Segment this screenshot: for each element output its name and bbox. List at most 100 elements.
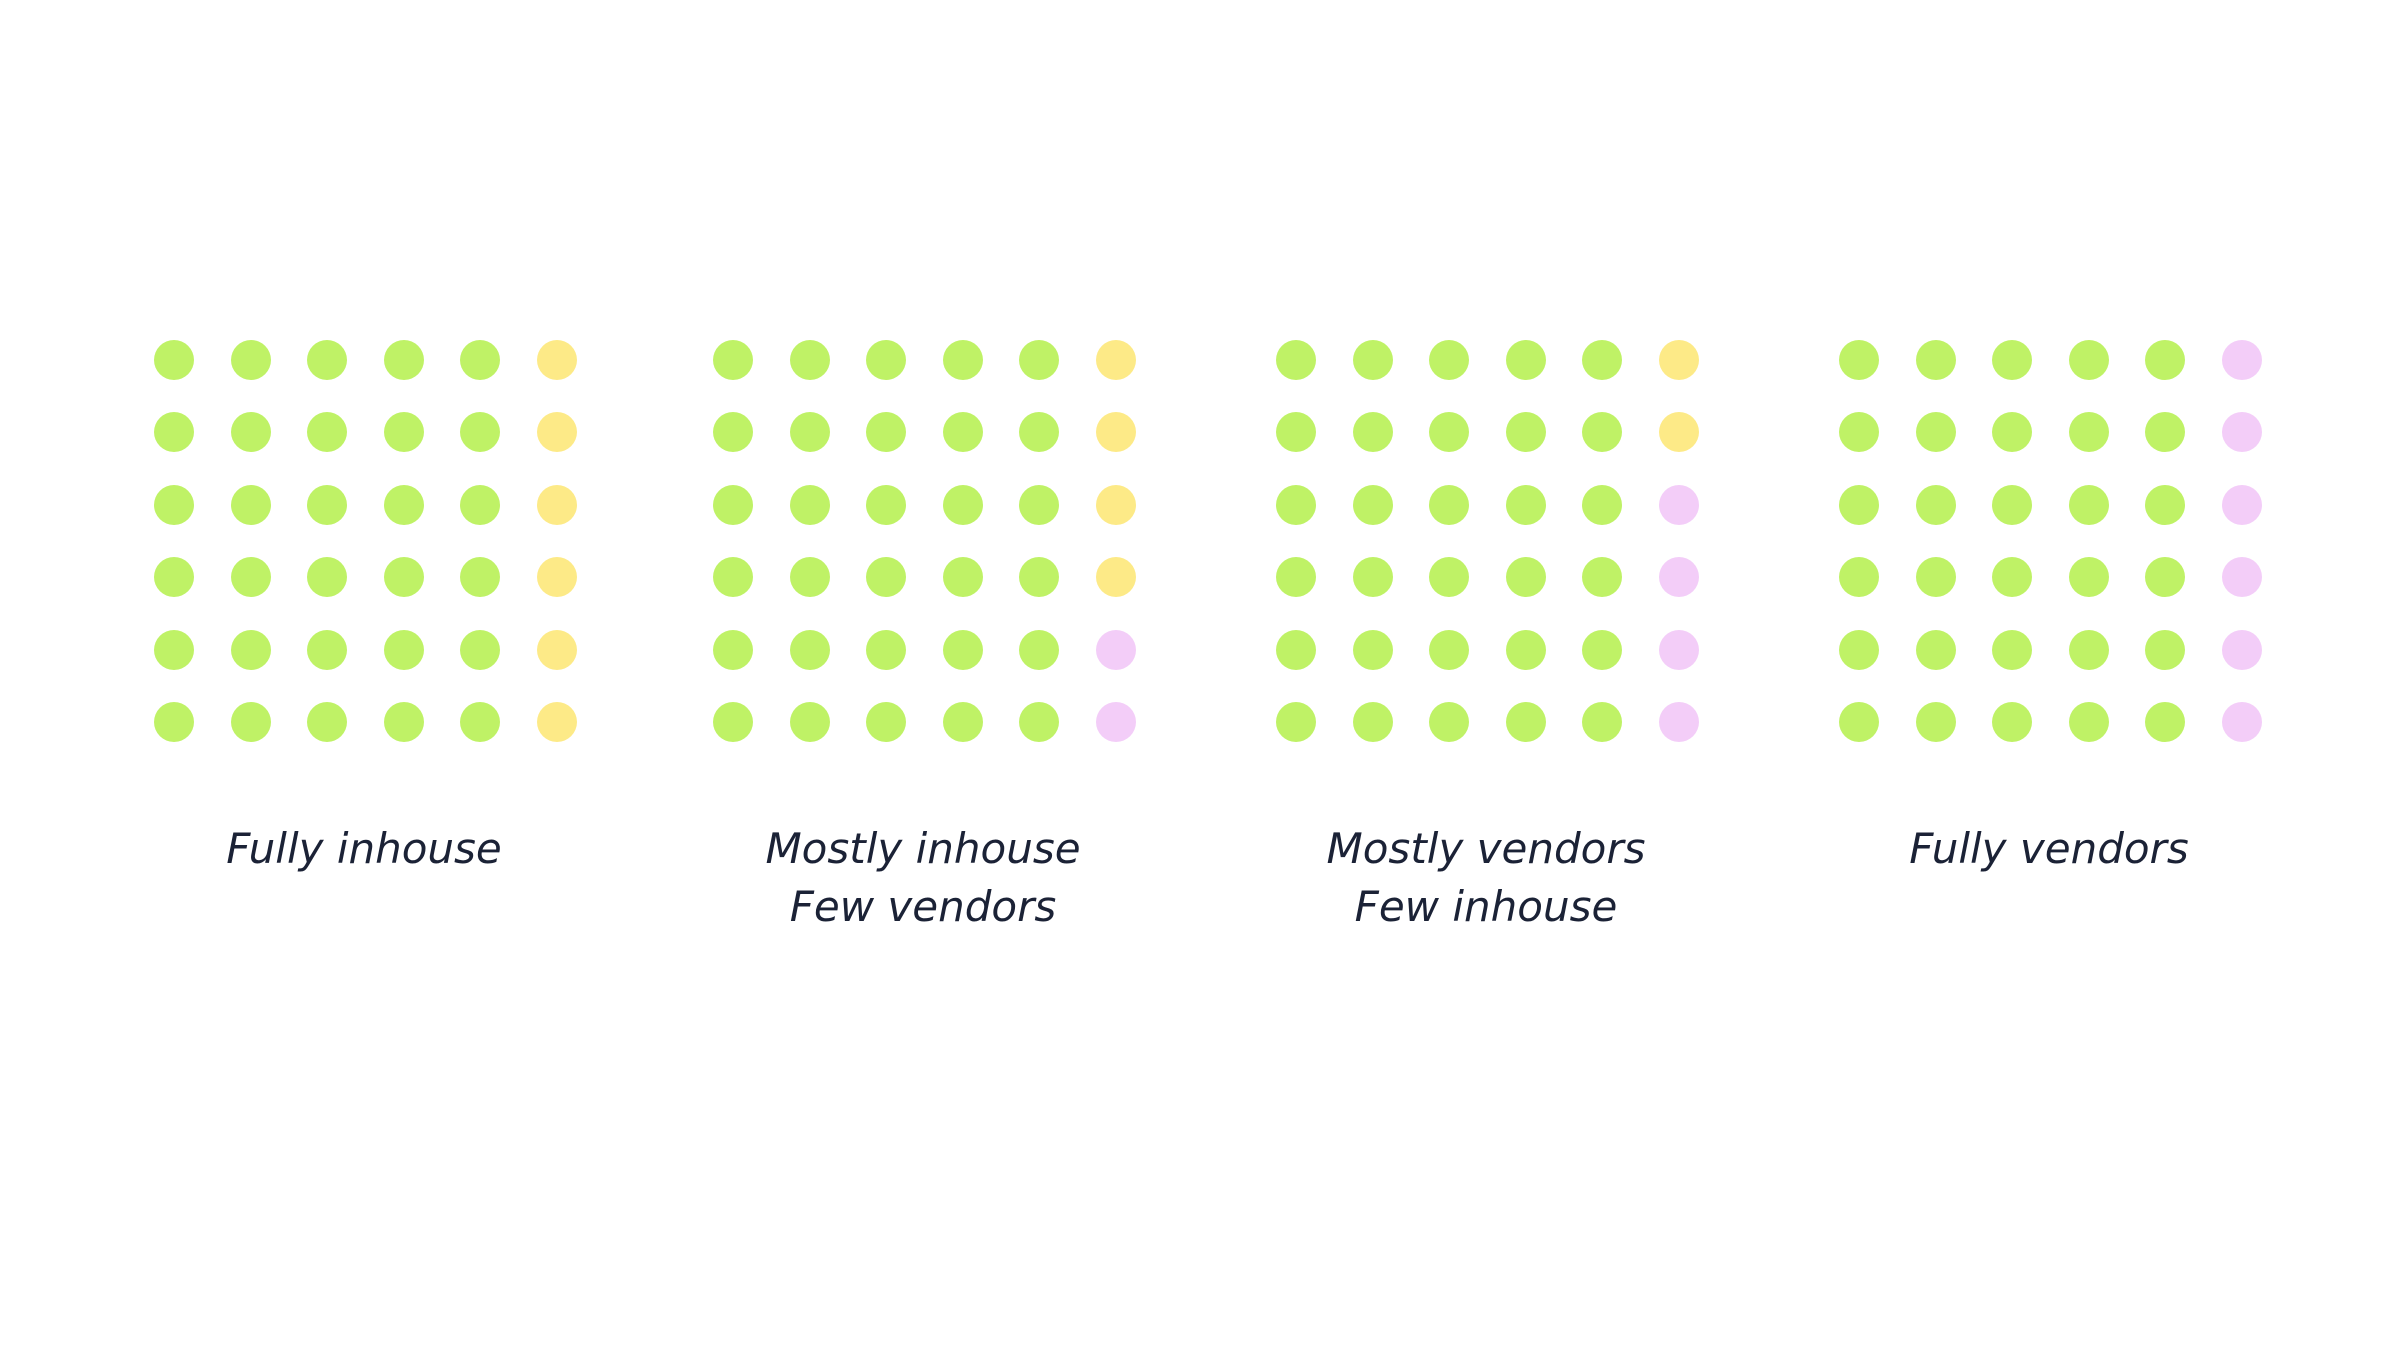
caption-line: Mostly inhouse (765, 824, 1081, 873)
team-dot (1582, 340, 1622, 380)
team-dot (307, 702, 347, 742)
team-dot (384, 630, 424, 670)
team-dot (384, 340, 424, 380)
inhouse-dot (1096, 485, 1136, 525)
team-dot (1506, 412, 1546, 452)
team-dot (1916, 412, 1956, 452)
team-dot (866, 340, 906, 380)
team-dot (2069, 630, 2109, 670)
inhouse-dot (537, 630, 577, 670)
team-dot (943, 557, 983, 597)
team-dot (713, 485, 753, 525)
team-dot (1582, 557, 1622, 597)
team-dot (1992, 340, 2032, 380)
team-dot (384, 702, 424, 742)
dot-grid (154, 340, 594, 780)
team-dot (1992, 702, 2032, 742)
team-dot (307, 412, 347, 452)
team-dot (1429, 412, 1469, 452)
team-dot (154, 630, 194, 670)
team-dot (790, 557, 830, 597)
team-dot (307, 557, 347, 597)
team-dot (154, 340, 194, 380)
team-dot (1019, 630, 1059, 670)
team-dot (231, 412, 271, 452)
vendor-dot (1096, 702, 1136, 742)
team-dot (1429, 630, 1469, 670)
team-dot (1916, 485, 1956, 525)
vendor-dot (1659, 702, 1699, 742)
team-dot (943, 630, 983, 670)
team-dot (713, 340, 753, 380)
team-dot (1276, 340, 1316, 380)
team-dot (2069, 340, 2109, 380)
team-dot (1839, 340, 1879, 380)
team-dot (2069, 702, 2109, 742)
caption-line: Fully vendors (1909, 824, 2189, 873)
team-dot (1992, 412, 2032, 452)
inhouse-dot (1096, 340, 1136, 380)
team-dot (2145, 412, 2185, 452)
caption-line: Few inhouse (1354, 882, 1618, 931)
team-dot (1429, 702, 1469, 742)
caption-line: Mostly vendors (1326, 824, 1646, 873)
team-dot (307, 630, 347, 670)
inhouse-dot (537, 485, 577, 525)
team-dot (713, 702, 753, 742)
vendor-dot (2222, 630, 2262, 670)
vendor-dot (2222, 340, 2262, 380)
team-dot (1506, 557, 1546, 597)
vendor-dot (1096, 630, 1136, 670)
team-dot (1019, 485, 1059, 525)
team-dot (307, 340, 347, 380)
team-dot (460, 340, 500, 380)
team-dot (154, 702, 194, 742)
team-dot (1429, 485, 1469, 525)
team-dot (1839, 485, 1879, 525)
team-dot (2145, 485, 2185, 525)
team-dot (713, 412, 753, 452)
team-dot (2069, 412, 2109, 452)
team-dot (1019, 702, 1059, 742)
panel-mostly-vendors: Mostly vendors Few inhouse (1276, 340, 1716, 931)
team-dot (866, 485, 906, 525)
team-dot (790, 630, 830, 670)
team-dot (384, 485, 424, 525)
team-dot (1582, 702, 1622, 742)
team-dot (231, 485, 271, 525)
team-dot (460, 485, 500, 525)
dot-grid (1276, 340, 1716, 780)
team-dot (231, 340, 271, 380)
team-dot (1429, 557, 1469, 597)
team-dot (2145, 630, 2185, 670)
team-dot (790, 485, 830, 525)
vendor-dot (1659, 485, 1699, 525)
team-dot (943, 412, 983, 452)
panel-fully-vendors: Fully vendors (1839, 340, 2279, 873)
team-dot (460, 557, 500, 597)
team-dot (1353, 485, 1393, 525)
team-dot (866, 702, 906, 742)
panel-caption: Fully inhouse (74, 820, 654, 878)
inhouse-dot (1096, 412, 1136, 452)
team-dot (2145, 702, 2185, 742)
team-dot (1582, 485, 1622, 525)
team-dot (1992, 485, 2032, 525)
team-dot (1276, 485, 1316, 525)
team-dot (460, 702, 500, 742)
team-dot (866, 630, 906, 670)
caption-line: Fully inhouse (226, 824, 502, 873)
team-dot (154, 412, 194, 452)
team-dot (943, 485, 983, 525)
team-dot (866, 412, 906, 452)
team-dot (1839, 412, 1879, 452)
team-dot (1916, 630, 1956, 670)
team-dot (1916, 557, 1956, 597)
team-dot (231, 630, 271, 670)
team-dot (1353, 702, 1393, 742)
inhouse-dot (1659, 340, 1699, 380)
team-dot (307, 485, 347, 525)
team-dot (1019, 412, 1059, 452)
team-dot (1916, 702, 1956, 742)
